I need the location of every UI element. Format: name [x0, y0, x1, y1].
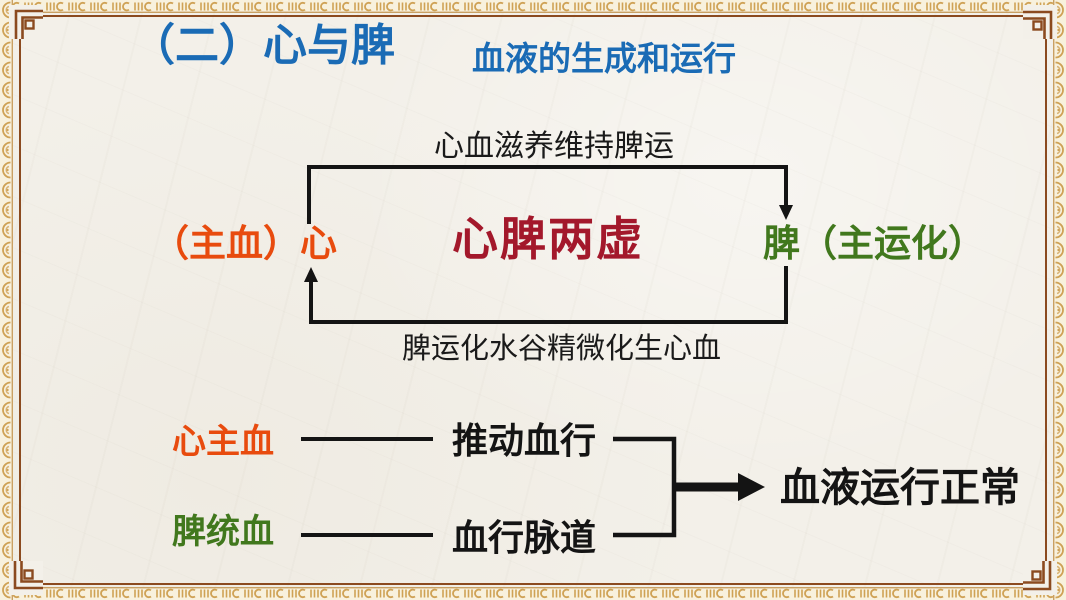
border-band-right [1053, 0, 1066, 600]
deficiency-label: 心脾两虚 [452, 212, 644, 266]
spleen-node: 脾（主运化） [763, 223, 985, 264]
border-band-top [0, 0, 1066, 13]
page-subtitle: 血液的生成和运行 [472, 40, 736, 77]
cycle-bottom-label: 脾运化水谷精微化生心血 [402, 331, 722, 365]
flow-result: 血液运行正常 [780, 466, 1020, 510]
flow-spleen-controls-blood: 脾统血 [172, 513, 274, 551]
flow-heart-governs-blood: 心主血 [172, 423, 274, 461]
inner-frame [19, 15, 1047, 585]
cycle-top-label: 心血滋养维持脾运 [434, 129, 674, 164]
corner-ornament-top-left [9, 5, 43, 39]
border-band-bottom [0, 587, 1066, 600]
corner-ornament-bottom-right [1023, 561, 1057, 595]
flow-propel-blood: 推动血行 [452, 420, 597, 461]
flow-blood-in-vessels: 血行脉道 [452, 517, 597, 558]
border-band-left [0, 0, 13, 600]
corner-ornament-bottom-left [9, 561, 43, 595]
corner-ornament-top-right [1023, 5, 1057, 39]
page-title: （二）心与脾 [131, 21, 395, 70]
heart-node: （主血）心 [152, 223, 337, 264]
